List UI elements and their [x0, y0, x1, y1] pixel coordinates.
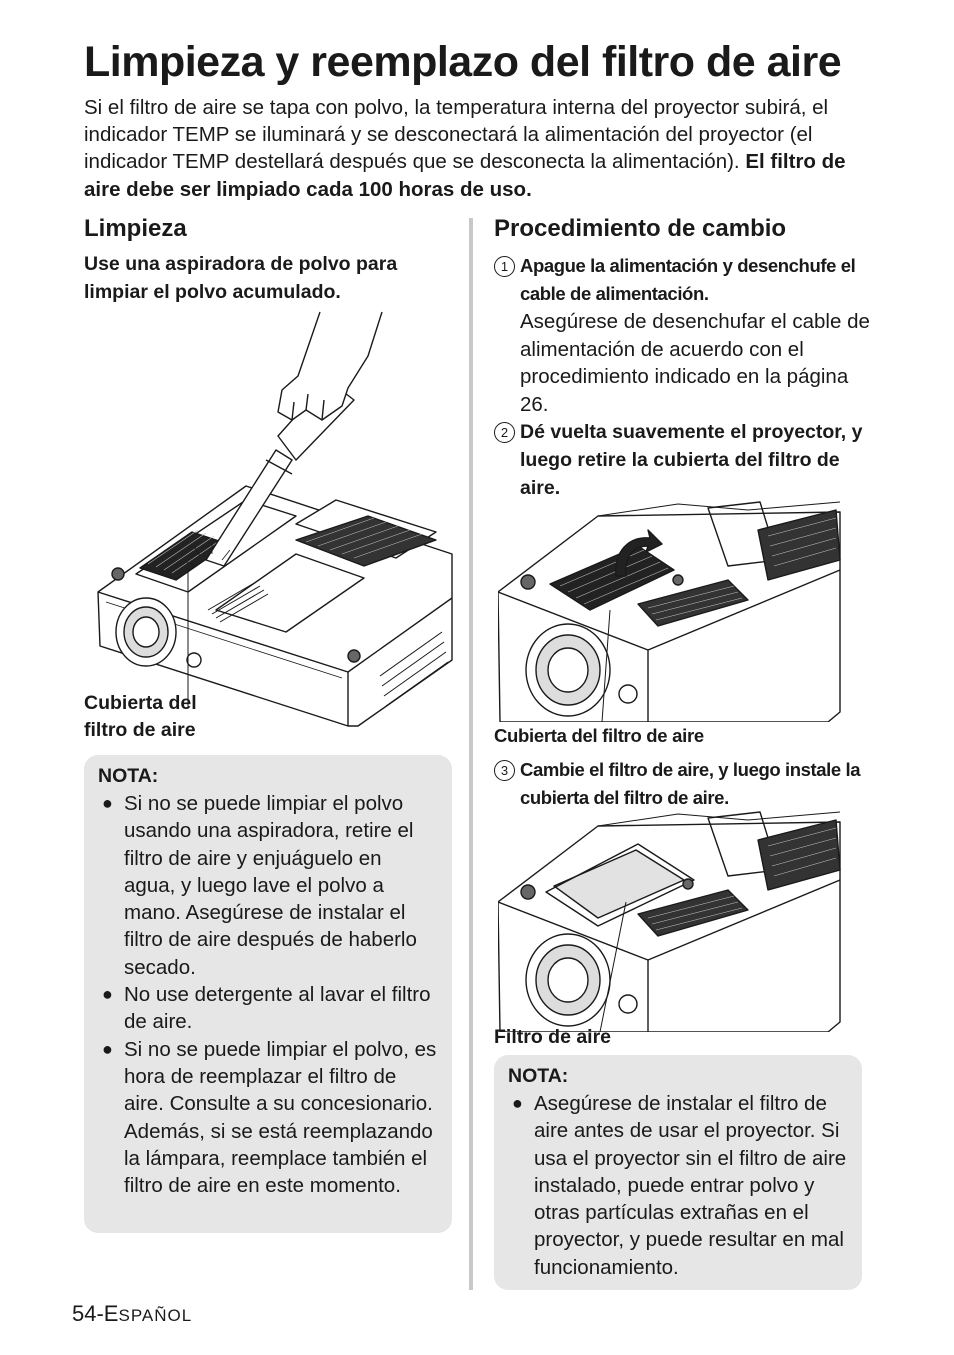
language-initial: E: [103, 1301, 119, 1326]
step-lead: Apague la alimentación y desenchufe el c…: [520, 255, 856, 304]
install-filter-illustration: [498, 811, 841, 1032]
note-list: ● Asegúrese de instalar el filtro de aire…: [508, 1090, 848, 1281]
note-item-text: Si no se puede limpiar el polvo, es hora…: [124, 1037, 437, 1198]
vacuum-cleaning-illustration: [97, 311, 453, 727]
cleaning-cover-caption: Cubierta del filtro de aire: [84, 690, 197, 744]
cleaning-note-box: NOTA: ● Si no se puede limpiar el polvo u…: [84, 755, 452, 1233]
note-item: ● Si no se puede limpiar el polvo, es hor…: [98, 1036, 438, 1200]
step-2: 2 Dé vuelta suavemente el proyector, y l…: [494, 418, 864, 502]
page-title: Limpieza y reemplazo del filtro de aire: [84, 38, 842, 86]
filter-caption: Filtro de aire: [494, 1026, 612, 1048]
note-list: ● Si no se puede limpiar el polvo usando …: [98, 790, 438, 1199]
step-number: 2: [494, 422, 515, 443]
note-item: ● Asegúrese de instalar el filtro de aire…: [508, 1090, 848, 1281]
procedure-heading: Procedimiento de cambio: [494, 215, 787, 242]
cleaning-heading: Limpieza: [84, 215, 187, 242]
bullet: ●: [102, 793, 113, 813]
step-body: Asegúrese de desenchufar el cable de ali…: [520, 310, 870, 416]
column-divider: [469, 218, 473, 1290]
page-number: 54-: [72, 1301, 104, 1326]
bullet: ●: [512, 1093, 523, 1113]
intro-bold-text: El filtro de aire debe ser limpiado cada…: [84, 150, 846, 201]
step-3: 3 Cambie el filtro de aire, y luego inst…: [494, 756, 874, 812]
caption-line-2: filtro de aire: [84, 719, 196, 741]
remove-cover-illustration: [498, 501, 841, 722]
note-item: ● No use detergente al lavar el filtro de…: [98, 981, 438, 1036]
note-title: NOTA:: [508, 1065, 569, 1087]
language-rest: SPAÑOL: [118, 1306, 193, 1325]
step-lead: Dé vuelta suavemente el proyector, y lue…: [520, 421, 863, 499]
step-number: 1: [494, 256, 515, 277]
step-lead: Cambie el filtro de aire, y luego instal…: [520, 759, 861, 808]
note-title: NOTA:: [98, 765, 159, 787]
caption-line-1: Cubierta del: [84, 692, 197, 714]
page-footer: 54-ESPAÑOL: [72, 1300, 192, 1330]
cover-caption: Cubierta del filtro de aire: [494, 725, 704, 746]
note-item: ● Si no se puede limpiar el polvo usando …: [98, 790, 438, 981]
cleaning-instruction: Use una aspiradora de polvo para limpiar…: [84, 253, 398, 303]
step-1: 1 Apague la alimentación y desenchufe el…: [494, 252, 874, 418]
intro-text: Si el filtro de aire se tapa con polvo, …: [84, 96, 829, 174]
procedure-note-box: NOTA: ● Asegúrese de instalar el filtro d…: [494, 1055, 862, 1290]
intro-paragraph: Si el filtro de aire se tapa con polvo, …: [84, 94, 874, 203]
note-item-text: No use detergente al lavar el filtro de …: [124, 983, 431, 1034]
note-item-text: Si no se puede limpiar el polvo usando u…: [124, 792, 417, 979]
step-number: 3: [494, 760, 515, 781]
note-item-text: Asegúrese de instalar el filtro de aire …: [534, 1092, 847, 1279]
bullet: ●: [102, 1038, 113, 1059]
bullet: ●: [102, 984, 113, 1005]
